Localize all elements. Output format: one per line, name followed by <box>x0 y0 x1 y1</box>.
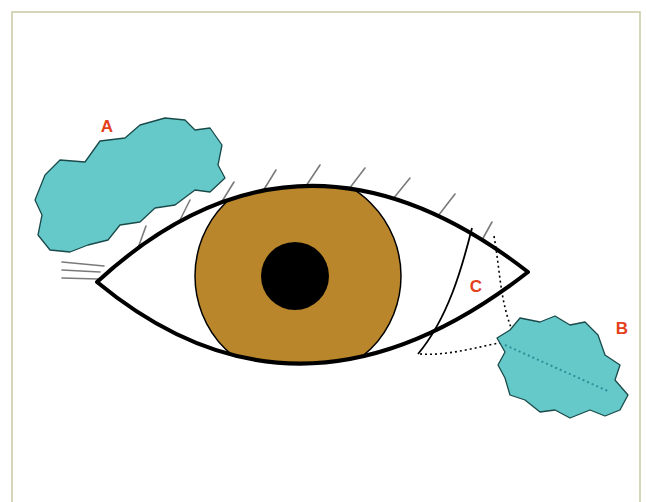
part-label: B <box>616 320 628 337</box>
iris <box>195 173 401 379</box>
frame <box>12 12 640 502</box>
duct-dotted <box>420 342 505 354</box>
duct-dotted <box>494 236 512 330</box>
pupil <box>261 242 329 310</box>
gland-a <box>35 118 225 252</box>
part-label: C <box>470 278 482 295</box>
eyelid-outline <box>97 186 528 364</box>
duct-dotted <box>505 345 610 392</box>
plica-line <box>418 228 472 354</box>
gland-b <box>497 316 628 418</box>
part-label: A <box>101 118 113 135</box>
